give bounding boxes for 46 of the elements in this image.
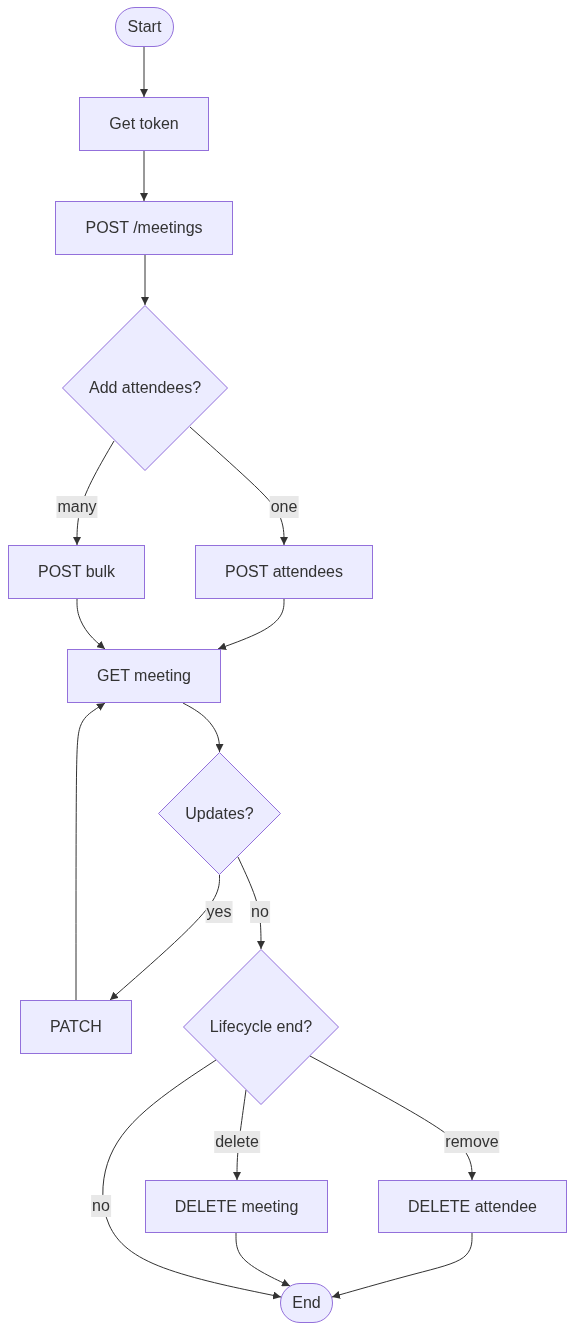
process-box (378, 1180, 567, 1233)
arrow (331, 1232, 473, 1299)
node-label: DELETE meeting (174, 1196, 299, 1217)
arrow (102, 1059, 282, 1300)
node-label: PATCH (50, 1017, 102, 1037)
node-label: Start (127, 17, 162, 37)
decision-diamond (158, 752, 281, 875)
process-box (67, 649, 221, 703)
arrow (217, 598, 285, 651)
process-box (20, 1000, 132, 1054)
process-box (195, 545, 373, 599)
edge-label: no (91, 1195, 111, 1217)
arrow (140, 46, 148, 98)
process-box (55, 201, 233, 255)
arrow (235, 1232, 291, 1287)
process-box (8, 545, 145, 599)
terminal-node (280, 1283, 333, 1323)
decision-diamond (62, 305, 228, 471)
arrow (140, 150, 148, 202)
process-box (79, 97, 209, 151)
node-label: GET meeting (97, 666, 191, 686)
edge-label: one (269, 496, 299, 518)
node-label: DELETE attendee (408, 1196, 537, 1217)
node-label: Lifecycle end? (209, 1017, 313, 1037)
node-label: POST bulk (37, 562, 116, 582)
edge-label: many (56, 496, 98, 518)
edge-label: delete (214, 1131, 260, 1153)
edge-label: remove (444, 1131, 500, 1153)
arrow (76, 598, 106, 650)
node-label: POST attendees (225, 562, 343, 582)
arrow (109, 874, 220, 1001)
node-label: POST /meetings (85, 218, 203, 238)
edge-label: no (250, 901, 270, 923)
arrow (75, 702, 106, 1001)
terminal-node (115, 7, 174, 47)
arrow (141, 254, 149, 306)
node-label: Updates? (185, 803, 254, 824)
node-label: End (292, 1293, 321, 1313)
decision-diamond (183, 949, 339, 1105)
node-label: Get token (109, 114, 179, 134)
arrow (237, 856, 265, 950)
arrow (182, 702, 224, 753)
process-box (145, 1180, 328, 1233)
arrow (189, 426, 288, 546)
edge-label: yes (205, 901, 233, 923)
node-label: Add attendees? (88, 378, 202, 398)
